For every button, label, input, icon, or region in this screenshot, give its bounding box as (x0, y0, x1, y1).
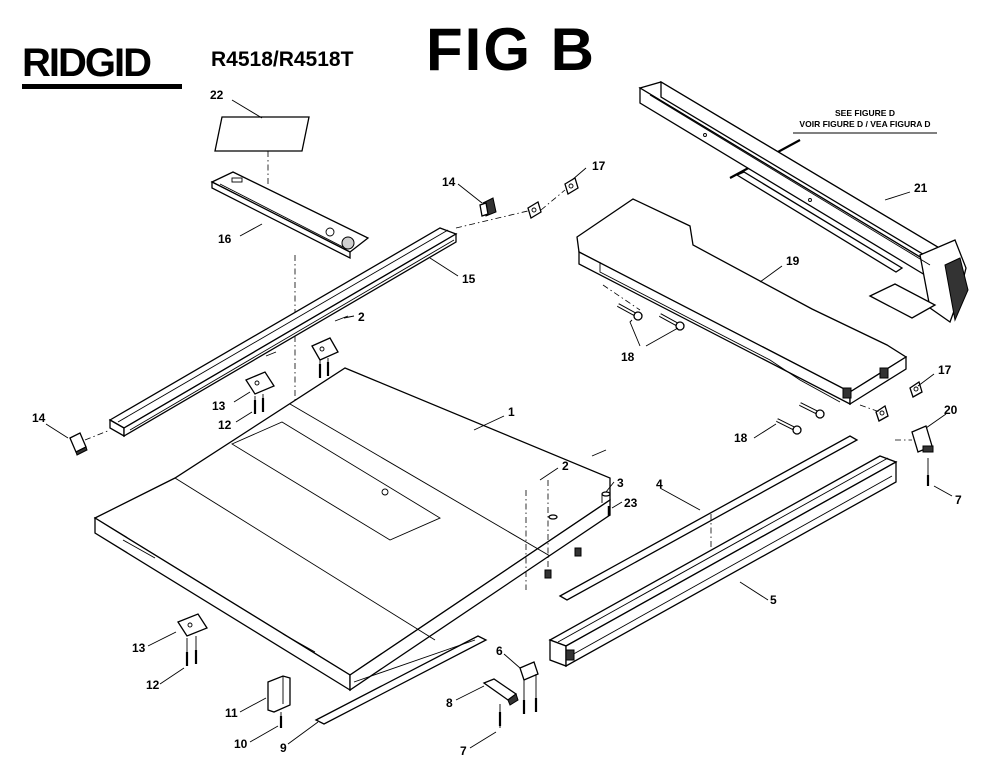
callout-2-front: 2 (562, 459, 569, 473)
part-13-bracket-front (177, 613, 208, 664)
part-4-label-strip (558, 435, 859, 601)
part-13-bracket-rear (245, 337, 339, 412)
callout-12-front: 12 (146, 678, 160, 692)
callout-8: 8 (446, 696, 453, 710)
callout-1: 1 (508, 405, 515, 419)
part-8-bracket (482, 678, 519, 728)
part-15-rear-rail (84, 209, 533, 441)
callout-18-front: 18 (734, 431, 748, 445)
callout-17-rear: 17 (592, 159, 606, 173)
callout-23: 23 (624, 496, 638, 510)
reference-line-2: VOIR FIGURE D / VEA FIGURA D (799, 119, 931, 129)
callout-7-bottom: 7 (460, 744, 467, 758)
part-19-extension-wing (576, 198, 908, 413)
callout-14-front: 14 (32, 411, 46, 425)
callout-10: 10 (234, 737, 248, 751)
callout-2-rear: 2 (358, 310, 365, 324)
callout-17-front: 17 (938, 363, 952, 377)
callout-22: 22 (210, 88, 224, 102)
callout-12-rear: 12 (218, 418, 232, 432)
reference-line-1: SEE FIGURE D (835, 108, 895, 118)
leader-lines (45, 99, 953, 749)
callout-20: 20 (944, 403, 958, 417)
callout-labels: 22 16 14 15 17 21 19 2 18 13 12 14 1 17 … (32, 88, 962, 758)
part-14-end-cap-front (69, 432, 88, 456)
callout-21: 21 (914, 181, 928, 195)
figure-title: FIG B (426, 16, 596, 83)
callout-18-rear: 18 (621, 350, 635, 364)
callout-4: 4 (656, 477, 663, 491)
part-9-guide-line (353, 639, 476, 683)
callout-9: 9 (280, 741, 287, 755)
callout-19: 19 (786, 254, 800, 268)
part-11-clamp (267, 675, 291, 722)
part-17-washers-rear (527, 177, 579, 219)
table-pin (548, 514, 558, 520)
callout-13-rear: 13 (212, 399, 226, 413)
screws (185, 362, 930, 728)
callout-11: 11 (225, 706, 238, 720)
callout-16: 16 (218, 232, 232, 246)
diagram-header: RIDGID R4518/R4518T FIG B (0, 0, 1000, 110)
callout-14-rear: 14 (442, 175, 456, 189)
brand-name: RIDGID (22, 41, 152, 85)
callout-7-right: 7 (955, 493, 962, 507)
part-18-bolts-front (776, 402, 825, 435)
part-21-rip-fence (638, 80, 969, 324)
callout-15: 15 (462, 272, 476, 286)
part-22-label (214, 116, 310, 185)
part-16-throat-insert (210, 171, 370, 470)
model-number: R4518/R4518T (211, 48, 354, 71)
callout-13-front: 13 (132, 641, 146, 655)
ridgid-logo: RIDGID (22, 41, 182, 89)
logo-underline (22, 84, 182, 89)
callout-6: 6 (496, 644, 503, 658)
callout-5: 5 (770, 593, 777, 607)
part-9-label-strip (314, 635, 488, 725)
part-1-main-table (93, 367, 611, 692)
part-17-washers-front (875, 380, 923, 422)
figure-reference-note: SEE FIGURE D VOIR FIGURE D / VEA FIGURA … (790, 108, 940, 130)
part-14-end-cap-rear (479, 197, 497, 217)
part-5-front-rail (548, 455, 898, 668)
callout-3: 3 (617, 476, 624, 490)
part-20-bracket (895, 425, 934, 480)
